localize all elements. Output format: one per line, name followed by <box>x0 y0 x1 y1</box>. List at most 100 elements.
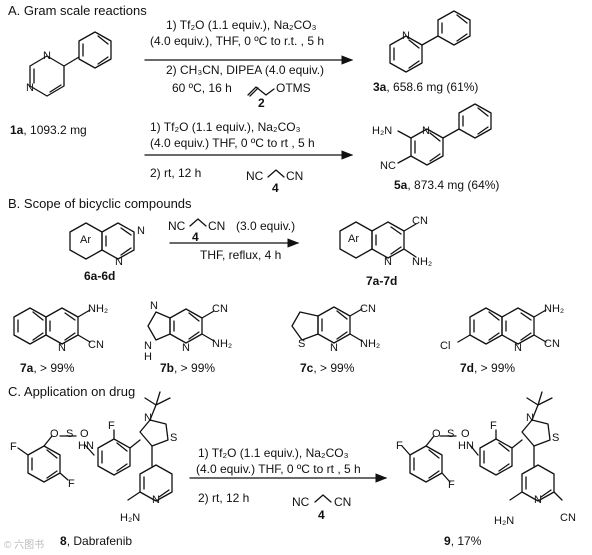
reagent-4-label: 4 <box>272 181 279 195</box>
structure-9 <box>401 391 563 502</box>
atom-nh2: NH₂ <box>212 338 233 350</box>
atom-cn: CN <box>360 303 376 315</box>
a1-cond-line4: 60 ºC, 16 h <box>172 81 232 95</box>
reagent-4-cn: CN <box>208 219 226 233</box>
atom-s: S <box>66 428 74 440</box>
atom-nh2: NH₂ <box>88 303 109 315</box>
atom-cn: CN <box>88 339 104 351</box>
structure-3a <box>389 10 471 73</box>
atom-o: O <box>50 428 59 440</box>
compound-7b-caption: 7b, > 99% <box>160 361 216 375</box>
reagent-4-cn: CN <box>334 495 352 509</box>
reagent-2-label: 2 <box>258 96 265 110</box>
atom-n: N <box>58 342 66 354</box>
atom-n: N <box>43 50 51 62</box>
atom-n: N <box>534 494 542 506</box>
atom-f: F <box>68 478 75 490</box>
atom-n: N <box>182 342 190 354</box>
reagent-4-label: 4 <box>318 508 325 522</box>
structure-7a <box>13 307 91 345</box>
c-cond-line3: 2) rt, 12 h <box>198 491 250 505</box>
structure-1a <box>29 31 112 97</box>
atom-ar: Ar <box>348 233 359 245</box>
atom-h2n: H₂N <box>494 515 515 527</box>
compound-5a-caption: 5a, 873.4 mg (64%) <box>394 178 500 192</box>
compound-7d-caption: 7d, > 99% <box>460 361 516 375</box>
atom-n: N <box>137 225 145 237</box>
structure-5a <box>397 103 492 166</box>
compound-7-caption: 7a-7d <box>366 274 398 288</box>
compound-9-caption: 9, 17% <box>444 534 482 548</box>
atom-o: O <box>80 428 89 440</box>
section-a-title: A. Gram scale reactions <box>8 3 147 18</box>
atom-cn: CN <box>560 512 576 524</box>
a2-cond-line2: (4.0 equiv.) THF, 0 ºC to rt , 5 h <box>150 136 315 150</box>
atom-n: N <box>115 256 123 268</box>
b-equiv: (3.0 equiv.) <box>236 219 296 233</box>
atom-n: N <box>422 125 430 137</box>
b-conditions: THF, reflux, 4 h <box>200 248 282 262</box>
atom-f: F <box>396 440 403 452</box>
reagent-4-label: 4 <box>192 230 199 244</box>
structure-7c <box>291 306 363 344</box>
atom-n: N <box>152 494 160 506</box>
atom-s: S <box>447 428 455 440</box>
reagent-4-nc: NC <box>168 219 186 233</box>
atom-f: F <box>108 420 115 432</box>
compound-1a-caption: 1a, 1093.2 mg <box>10 123 87 137</box>
atom-nh2: NH₂ <box>412 256 433 268</box>
watermark: © 六图书 <box>4 540 45 551</box>
compound-6-caption: 6a-6d <box>84 269 116 283</box>
c-cond-line2: (4.0 equiv.) THF, 0 ºC to rt , 5 h <box>196 462 361 476</box>
atom-cn: CN <box>412 215 428 227</box>
compound-8-caption: 8, Dabrafenib <box>60 534 133 548</box>
compound-3a-caption: 3a, 658.6 mg (61%) <box>373 80 479 94</box>
structure-6 <box>69 222 135 260</box>
atom-cn: CN <box>212 303 228 315</box>
atom-n: N <box>144 412 152 424</box>
reagent-4-c <box>314 494 332 503</box>
structure-8 <box>17 391 173 502</box>
atom-hn: HN <box>78 440 94 452</box>
atom-o: O <box>461 428 470 440</box>
reagent-4-nc: NC <box>292 495 310 509</box>
a1-cond-line2: (4.0 equiv.), THF, 0 ºC to r.t. , 5 h <box>150 34 325 48</box>
atom-n: N <box>144 340 152 352</box>
atom-f: F <box>10 441 17 453</box>
structure-7d <box>457 307 547 345</box>
atom-n: N <box>402 30 410 42</box>
atom-h2n: H₂N <box>372 125 393 137</box>
compound-7c-caption: 7c, > 99% <box>300 361 355 375</box>
atom-f: F <box>490 420 497 432</box>
atom-h2n: H₂N <box>120 512 141 524</box>
atom-h: H <box>144 351 152 363</box>
atom-n: N <box>514 342 522 354</box>
atom-n: N <box>526 412 534 424</box>
atom-s: S <box>170 432 178 444</box>
atom-o: O <box>432 428 441 440</box>
reagent-2 <box>247 86 275 97</box>
atom-nh2: NH₂ <box>360 338 381 350</box>
reagent-2-group: OTMS <box>276 81 311 95</box>
structure-7b <box>147 308 215 344</box>
section-b-title: B. Scope of bicyclic compounds <box>8 196 192 211</box>
atom-n: N <box>330 342 338 354</box>
atom-hn: HN <box>458 440 474 452</box>
atom-f: F <box>448 479 455 491</box>
a1-cond-line3: 2) CH₃CN, DIPEA (4.0 equiv.) <box>166 63 325 77</box>
atom-n: N <box>26 82 34 94</box>
atom-n: N <box>150 300 158 312</box>
reagent-4-cn: CN <box>286 169 304 183</box>
a1-cond-line1: 1) Tf₂O (1.1 equiv.), Na₂CO₃ <box>166 18 317 32</box>
atom-n: N <box>384 256 392 268</box>
atom-s: S <box>552 432 560 444</box>
compound-7a-caption: 7a, > 99% <box>20 361 75 375</box>
reagent-4-nc: NC <box>246 169 264 183</box>
atom-nc: NC <box>380 160 396 172</box>
reagent-4-b <box>189 218 207 227</box>
atom-nh2: NH₂ <box>544 303 565 315</box>
reagent-4-a2 <box>267 169 285 178</box>
c-cond-line1: 1) Tf₂O (1.1 equiv.), Na₂CO₃ <box>198 446 349 460</box>
atom-ar: Ar <box>80 234 91 246</box>
